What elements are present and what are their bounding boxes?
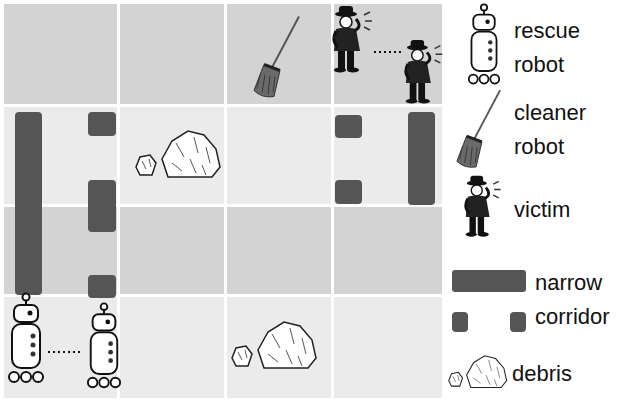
grid-cell (334, 107, 442, 204)
corridor-wall (15, 112, 42, 295)
legend-label: debris (512, 357, 622, 391)
grid-cell (120, 207, 224, 294)
grid-cell (334, 4, 442, 104)
corridor-wall (335, 180, 362, 204)
grid-cell (120, 297, 224, 398)
legend-broom-icon (457, 90, 500, 167)
victim-icon (334, 6, 372, 73)
corridor-wall (408, 112, 435, 205)
grid-cell (227, 4, 331, 104)
legend-debris-icon (449, 356, 507, 388)
rescue-robot-icon (88, 303, 120, 387)
corridor-wall (510, 312, 526, 332)
legend-label: victim (514, 193, 624, 227)
legend-label: rescue robot (514, 14, 614, 82)
legend-corridor-sample (452, 270, 526, 332)
grid-cell (227, 297, 331, 398)
grid-cell (120, 107, 224, 204)
legend-victim-icon (466, 176, 501, 237)
legend-robot-icon (469, 4, 499, 83)
grid-cell (227, 107, 331, 204)
legend-label: cleaner robot (514, 96, 619, 164)
corridor-wall (452, 312, 468, 332)
grid-cell (227, 207, 331, 294)
corridor-wall (335, 115, 362, 138)
grid-cell (334, 297, 442, 398)
cleaner-robot-icon (254, 17, 299, 97)
grid-cell (4, 4, 117, 104)
corridor-wall (88, 275, 116, 298)
victim-icon (406, 40, 442, 104)
corridor-wall (88, 180, 116, 232)
grid-cell (334, 207, 442, 294)
corridor-walls (15, 112, 435, 298)
grid-cell (120, 4, 224, 104)
corridor-wall (452, 270, 526, 292)
legend-label: narrow corridor (535, 266, 635, 334)
corridor-wall (88, 112, 116, 136)
rescue-robot-icon (9, 294, 43, 383)
dotted-link (48, 351, 82, 353)
debris-icon (232, 322, 316, 368)
dotted-link (374, 51, 402, 53)
grid (4, 4, 442, 398)
debris-icon (136, 131, 220, 177)
